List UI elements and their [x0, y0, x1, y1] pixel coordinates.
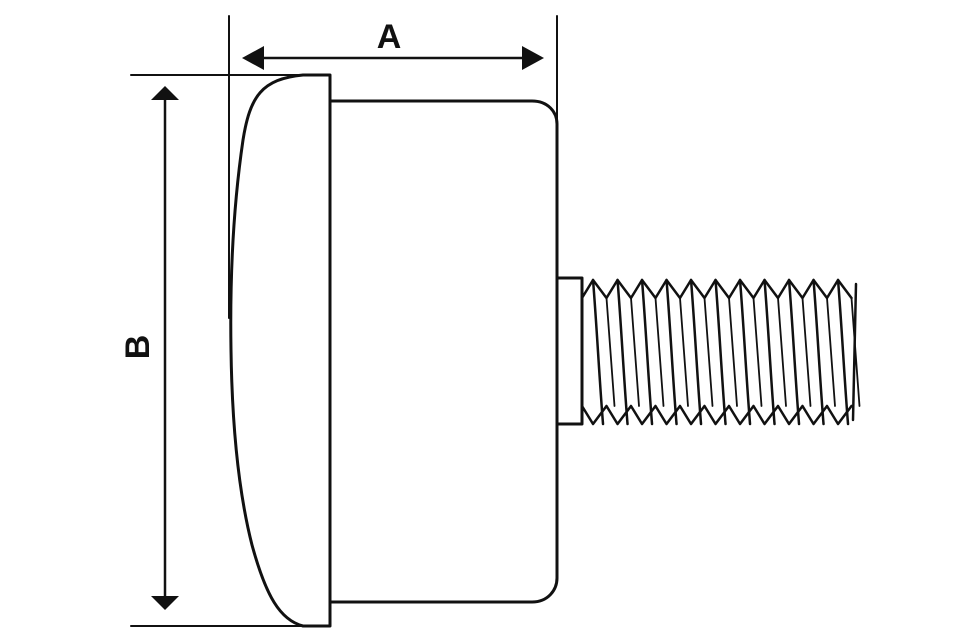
- arrowhead-a-right: [522, 46, 544, 70]
- thread-root-line: [630, 297, 640, 407]
- thread-root-line: [703, 297, 714, 407]
- thread-root-line: [605, 297, 616, 407]
- thread-flank: [738, 278, 752, 426]
- arrowhead-b-bottom: [151, 596, 179, 610]
- thread-flank: [714, 278, 727, 426]
- thread-root-line: [752, 297, 763, 407]
- stud-end-face: [851, 282, 858, 422]
- stud-shank-outline: [555, 276, 584, 426]
- thread-flank: [640, 278, 654, 426]
- thread-flank: [787, 278, 801, 426]
- dimension-label-b: B: [119, 335, 157, 360]
- thread-root-line: [728, 297, 738, 407]
- cylinder-body-outline: [329, 99, 559, 604]
- thread-flank: [812, 278, 825, 426]
- thread-root-line: [679, 297, 689, 407]
- thread-flank: [665, 278, 678, 426]
- thread-flank: [689, 278, 703, 426]
- thread-root-line: [801, 297, 812, 407]
- arrowhead-b-top: [151, 86, 179, 100]
- thread-flank: [616, 278, 629, 426]
- thread-crest-bottom: [580, 404, 853, 426]
- thread-flank: [763, 278, 776, 426]
- arrowhead-a-left: [242, 46, 264, 70]
- threaded-stud: [580, 278, 861, 426]
- domed-cap-outline: [229, 73, 332, 628]
- thread-flank: [836, 278, 850, 426]
- dimension-label-a: A: [377, 18, 402, 56]
- thread-flank: [591, 278, 605, 426]
- thread-root-line: [826, 297, 836, 407]
- thread-root-line: [777, 297, 787, 407]
- thread-root-line: [654, 297, 665, 407]
